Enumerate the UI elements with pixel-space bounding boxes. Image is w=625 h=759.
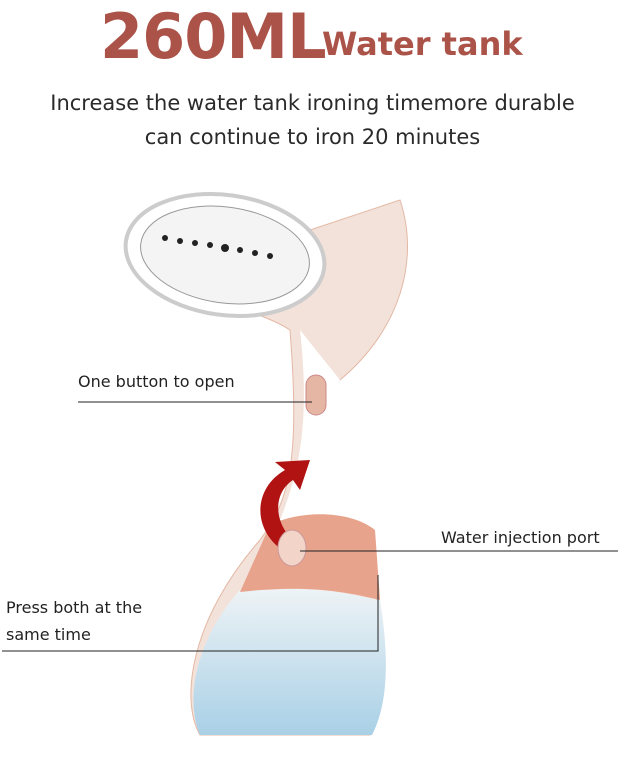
callout-button: One button to open (78, 372, 235, 391)
steam-holes (162, 235, 273, 259)
capacity-heading: 260ML (100, 0, 327, 73)
water-tank-heading: Water tank (322, 25, 523, 63)
power-button (305, 374, 327, 416)
callout-press-line-1: Press both at the (6, 598, 143, 617)
callout-press-line-2: same time (6, 625, 91, 644)
description-line-1: Increase the water tank ironing timemore… (50, 91, 575, 115)
tank-top (240, 514, 380, 600)
callout-water-port: Water injection port (441, 528, 600, 547)
water-tank (193, 588, 386, 735)
release-button (277, 529, 307, 567)
rotate-arrow-icon (260, 460, 310, 560)
description-line-2: can continue to iron 20 minutes (144, 125, 481, 149)
